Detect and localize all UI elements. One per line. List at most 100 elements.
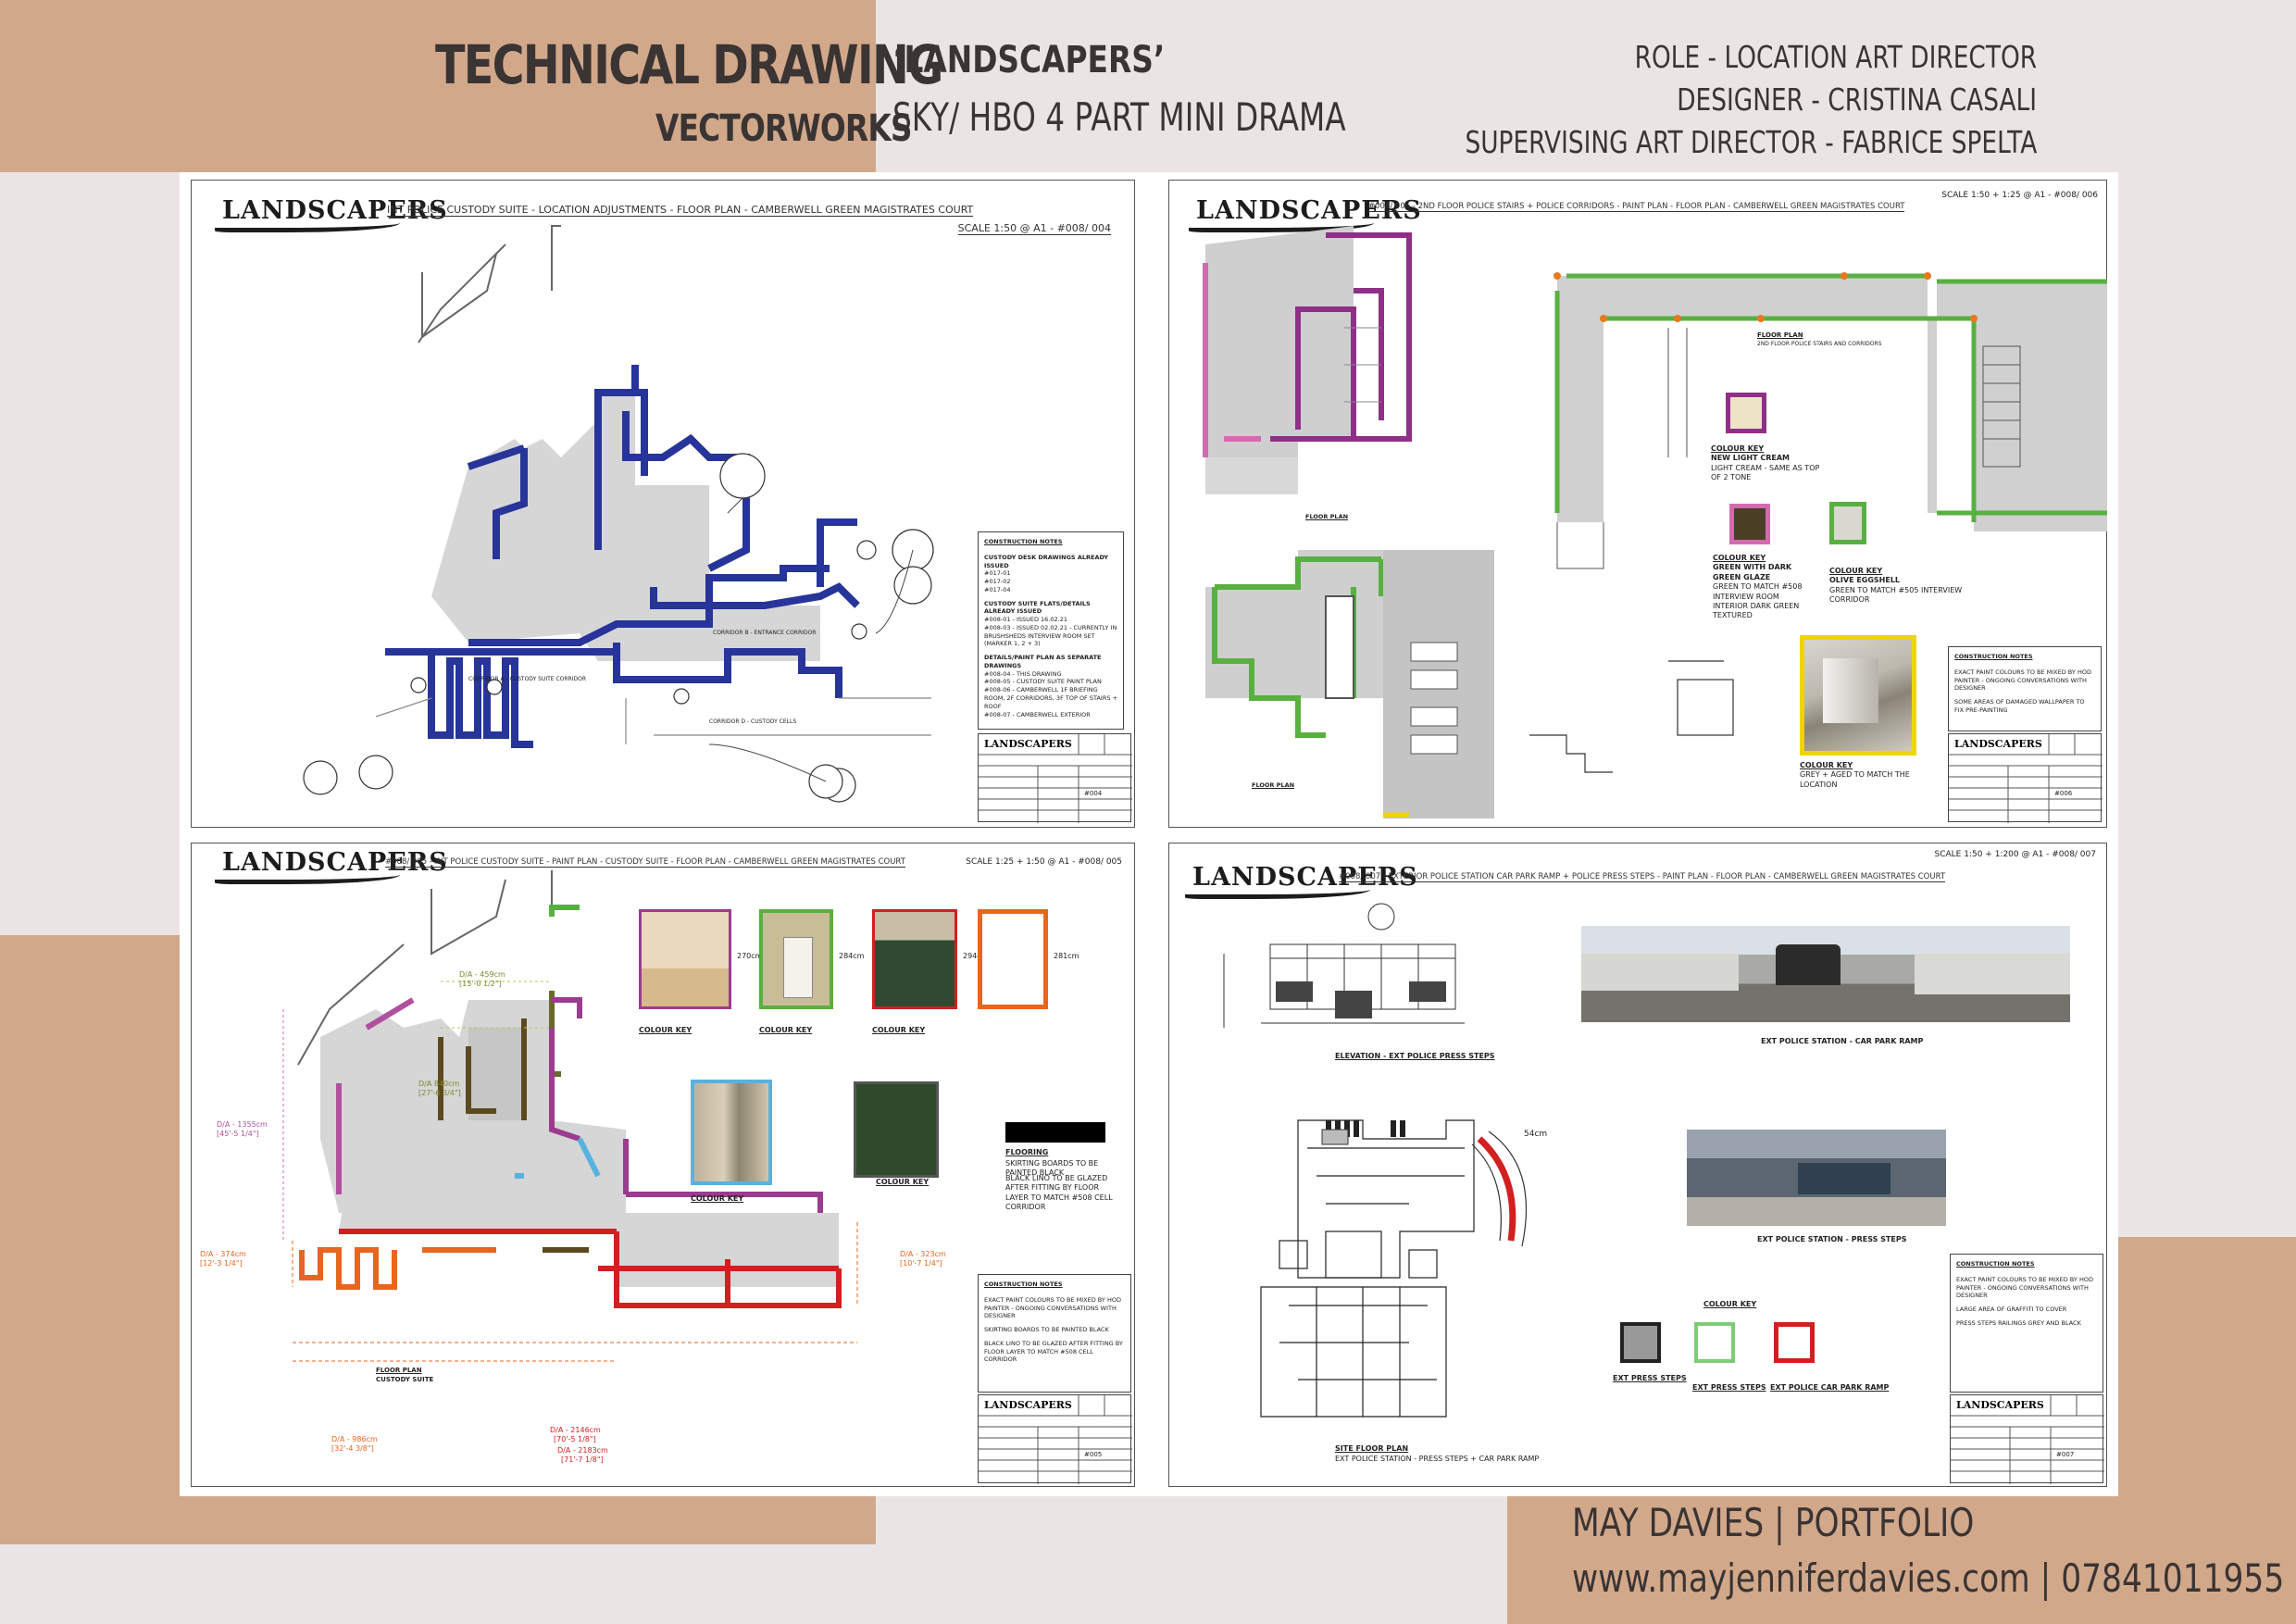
colour-swatch-orange-outline [978, 909, 1048, 1009]
floor-plan-caption: FLOOR PLAN [1757, 331, 1803, 339]
location-photo-door [691, 1080, 772, 1185]
key2-desc: GREEN TO MATCH #508 INTERVIEW ROOM INTER… [1713, 582, 1803, 620]
notes-line-2: LARGE AREA OF GRAFFITI TO COVER [1956, 1305, 2067, 1314]
title-block: LANDSCAPERS #007 [1950, 1394, 2104, 1484]
notes-line-2: SKIRTING BOARDS TO BE PAINTED BLACK [984, 1326, 1109, 1334]
colour-swatch-olive-cell [759, 909, 833, 1009]
title-block: LANDSCAPERS #006 [1948, 733, 2103, 823]
dim-d2: [12'-3 1/4"] [200, 1259, 243, 1268]
logo-swoosh [1185, 883, 1370, 899]
sheet-scale: SCALE 1:50 + 1:25 @ A1 - #008/ 006 [1941, 191, 2098, 200]
role-line: ROLE - LOCATION ART DIRECTOR [1634, 39, 2037, 75]
dim-h2: [71'-7 1/8"] [561, 1455, 604, 1464]
sheet-frame [191, 843, 1135, 1487]
construction-notes-box: CONSTRUCTION NOTES EXACT PAINT COLOURS T… [1950, 1254, 2103, 1393]
plan-label-1: FLOOR PLAN [1305, 513, 1349, 520]
dim-f: D/A - 2146cm [550, 1426, 601, 1434]
sheet-title: #008/ 005 - INT POLICE CUSTODY SUITE - P… [385, 857, 905, 868]
flooring-line-1: SKIRTING BOARDS TO BE PAINTED BLACK [1005, 1159, 1099, 1178]
notes-title: CONSTRUCTION NOTES [984, 1280, 1063, 1288]
sheet-title: #008/ 006 - 2ND FLOOR POLICE STAIRS + PO… [1368, 202, 1905, 212]
project-title: ‘LANDSCAPERS’ [892, 39, 1166, 81]
designer-line: DESIGNER - CRISTINA CASALI [1677, 81, 2037, 118]
notes-line-3: PRESS STEPS RAILINGS GREY AND BLACK [1956, 1318, 2081, 1327]
colour-swatch-red-outline [1774, 1322, 1815, 1363]
key3-title: COLOUR KEY [1829, 567, 1883, 575]
label-custody-cells: CORRIDOR D - CUSTODY CELLS [709, 718, 797, 725]
title-block-grid [1949, 734, 2103, 823]
project-subtitle: SKY/ HBO 4 PART MINI DRAMA [892, 94, 1346, 140]
key2-name: GREEN WITH DARK GREEN GLAZE [1713, 563, 1792, 581]
colour-swatch-green-outline [1694, 1322, 1735, 1363]
floor-plan-note: 2ND FLOOR POLICE STAIRS AND CORRIDORS [1757, 341, 1882, 347]
dim-b: D/A 840cm [418, 1080, 460, 1088]
colour-key-title: COLOUR KEY [1703, 1300, 1757, 1308]
logo-swoosh [215, 217, 400, 232]
flooring-line-2: BLACK LINO TO BE GLAZED AFTER FITTING BY… [1005, 1174, 1113, 1212]
floor-plan-caption: FLOOR PLAN [376, 1367, 422, 1374]
colour-swatch-cream [639, 909, 731, 1009]
title-block-logo: LANDSCAPERS [1956, 1399, 2044, 1411]
photo-caption-title: COLOUR KEY [1800, 761, 1853, 769]
sheet-title: #008/ 007 - EXTERIOR POLICE STATION CAR … [1339, 872, 1946, 882]
notes-line-8: #008-06 - CAMBERWELL 1F BRIEFING ROOM, 2… [984, 686, 1117, 710]
label-entrance-corridor: CORRIDOR B - ENTRANCE CORRIDOR [713, 630, 817, 636]
dim-b2: [27'-6 3/4"] [418, 1089, 461, 1097]
portfolio-contact[interactable]: www.mayjenniferdavies.com | 07841011955 [1572, 1555, 2285, 1601]
title-block-number: #005 [1084, 1451, 1103, 1458]
sheet-frame [1168, 843, 2107, 1487]
title-block-grid [1951, 1395, 2104, 1484]
key2-caption: COLOUR KEY GREEN WITH DARK GREEN GLAZE G… [1713, 554, 1816, 621]
header-accent-band [0, 0, 876, 172]
notes-heading-2: CUSTODY SUITE FLATS/DETAILS ALREADY ISSU… [984, 599, 1091, 616]
swatch4-height: 281cm [1054, 952, 1079, 960]
custody-floor-plan-drawing [303, 225, 934, 803]
swatch3-caption: COLOUR KEY [872, 1026, 926, 1034]
flooring-swatch [1005, 1122, 1105, 1143]
title-block: LANDSCAPERS #004 [978, 733, 1132, 823]
construction-notes-box: CONSTRUCTION NOTES EXACT PAINT COLOURS T… [978, 1274, 1131, 1393]
swatch1-caption: COLOUR KEY [639, 1026, 693, 1034]
construction-notes-box: CONSTRUCTION NOTES CUSTODY DESK DRAWINGS… [978, 531, 1124, 730]
sheet-2nd-floor-paint-plan: LANDSCAPERS #008/ 006 - 2ND FLOOR POLICE… [1168, 180, 2107, 828]
title-block-number: #006 [2054, 790, 2073, 797]
title-block: LANDSCAPERS #005 [978, 1394, 1132, 1484]
site-caption: SITE FLOOR PLAN [1335, 1444, 1409, 1453]
notes-title: CONSTRUCTION NOTES [1956, 1260, 2035, 1268]
title-block-logo: LANDSCAPERS [984, 738, 1072, 750]
portfolio-name: MAY DAVIES | PORTFOLIO [1572, 1500, 1975, 1545]
ramp-wall-left [1581, 954, 1739, 991]
key1-desc: LIGHT CREAM - SAME AS TOP OF 2 TONE [1711, 463, 1820, 482]
2nd-floor-drawing [1203, 226, 2107, 818]
floor-plan-caption-2: CUSTODY SUITE [376, 1376, 434, 1383]
label-custody-suite-corridor: CORRIDOR A - CUSTODY SUITE CORRIDOR [468, 676, 587, 682]
sheet-exterior-paint-plan: LANDSCAPERS #008/ 007 - EXTERIOR POLICE … [1168, 843, 2107, 1487]
ramp-caption: EXT POLICE STATION - CAR PARK RAMP [1761, 1037, 1924, 1045]
notes-line-7: #008-05 - CUSTODY SUITE PAINT PLAN [984, 678, 1102, 686]
steps-caption: EXT POLICE STATION - PRESS STEPS [1757, 1235, 1907, 1243]
notes-line-1: EXACT PAINT COLOURS TO BE MIXED BY HOD P… [984, 1295, 1121, 1320]
plan-label-2: FLOOR PLAN [1252, 781, 1295, 789]
page-title: TECHNICAL DRAWING [435, 33, 943, 96]
dim-e: D/A - 323cm [900, 1250, 946, 1258]
sheet-custody-paint-plan: LANDSCAPERS #008/ 005 - INT POLICE CUSTO… [191, 843, 1135, 1487]
sheet-scale: SCALE 1:50 @ A1 - #008/ 004 [957, 222, 1111, 235]
notes-title: CONSTRUCTION NOTES [984, 538, 1063, 545]
custody-paint-plan-drawing [282, 870, 858, 1362]
dim-g2: [32'-4 3/8"] [331, 1444, 374, 1453]
landscapers-logo: LANDSCAPERS [215, 848, 448, 884]
colour-swatch-dark-green [872, 909, 957, 1009]
colour-swatch-olive-eggshell [1829, 502, 1866, 544]
dim-c2: [45'-5 1/4"] [217, 1130, 259, 1138]
landscapers-logo: LANDSCAPERS [1189, 196, 1422, 232]
notes-line-4: #008-01 - ISSUED 16.02.21 [984, 616, 1067, 624]
landscapers-logo: LANDSCAPERS [215, 196, 448, 232]
notes-line-9: #008-07 - CAMBERWELL EXTERIOR [984, 710, 1091, 718]
title-block-number: #004 [1084, 790, 1103, 797]
notes-line-6: #008-04 - THIS DRAWING [984, 669, 1062, 678]
logo-swoosh [215, 868, 400, 884]
dim-d: D/A - 374cm [200, 1250, 246, 1258]
notes-line-2: #017-02 [984, 578, 1011, 586]
key1-caption: COLOUR KEY NEW LIGHT CREAM LIGHT CREAM -… [1711, 444, 1822, 483]
construction-notes-box: CONSTRUCTION NOTES EXACT PAINT COLOURS T… [1948, 646, 2102, 731]
